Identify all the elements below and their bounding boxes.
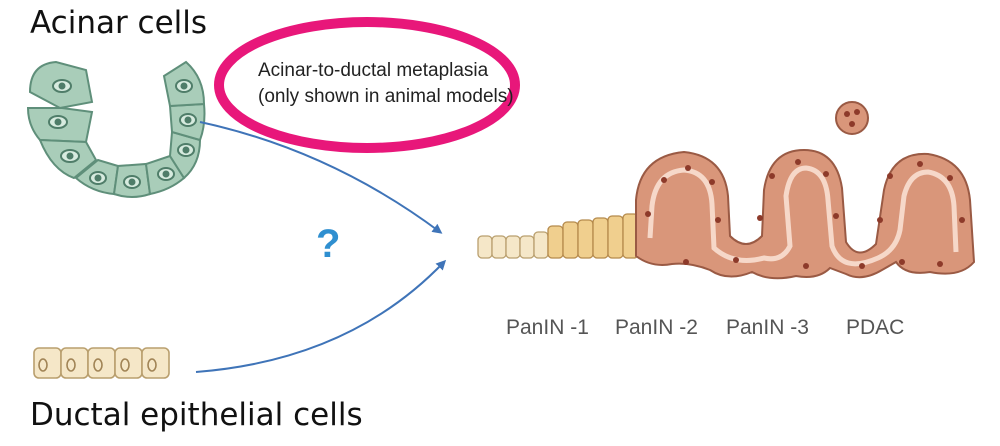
stage-label-panin3: PanIN -3	[726, 316, 809, 340]
ductal-cells-label: Ductal epithelial cells	[30, 400, 363, 431]
stage-label-panin2: PanIN -2	[615, 316, 698, 340]
lesion-progression	[478, 102, 974, 278]
callout-text: Acinar-to-ductal metaplasia (only shown …	[258, 58, 514, 110]
panin1-columnar-cells	[548, 214, 638, 258]
callout-line-1: Acinar-to-ductal metaplasia	[258, 58, 514, 84]
stage-labels: PanIN -1 PanIN -2 PanIN -3 PDAC	[0, 316, 1000, 346]
stage-label-panin1: PanIN -1	[506, 316, 589, 340]
acinar-to-lesion-arrow	[200, 122, 440, 232]
pdac-detached-cluster	[836, 102, 868, 134]
callout-line-2: (only shown in animal models)	[258, 84, 514, 110]
question-mark: ?	[316, 222, 340, 267]
stage-label-pdac: PDAC	[846, 316, 904, 340]
panin1-flat-cells	[478, 232, 548, 258]
acinar-cells-label: Acinar cells	[30, 8, 207, 39]
